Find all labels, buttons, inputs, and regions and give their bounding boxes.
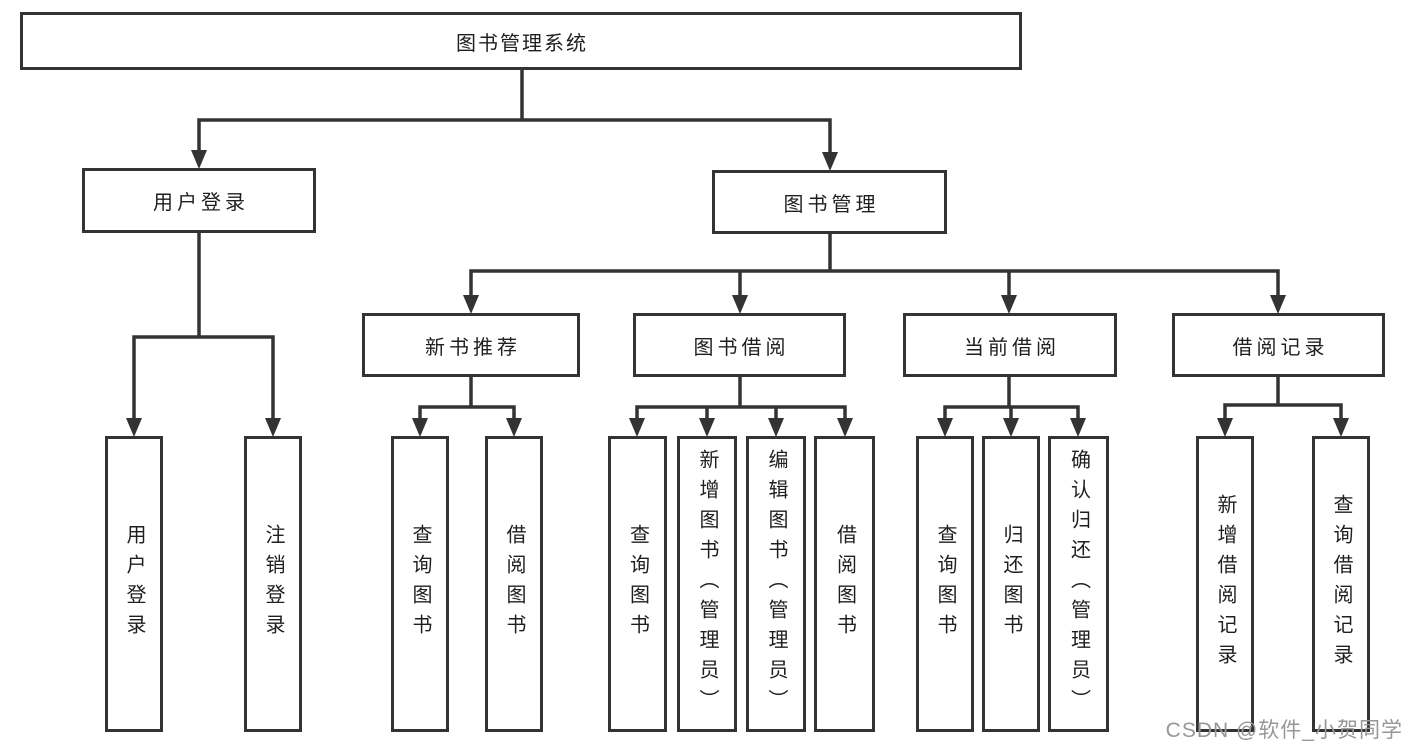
arrowhead-icon <box>837 418 853 437</box>
leaf-label: 注销登录 <box>262 524 284 644</box>
leaf-user-login: 用户登录 <box>105 436 163 732</box>
node-book-borrowing: 图书借阅 <box>633 313 846 377</box>
node-borrowing-records: 借阅记录 <box>1172 313 1385 377</box>
connector-bookmgmt-level3 <box>469 232 1280 298</box>
arrowhead-icon <box>1070 418 1086 437</box>
arrowhead-icon <box>191 150 207 169</box>
connector-currentborrow-leaves <box>943 375 1080 421</box>
leaf-label: 查询图书 <box>409 524 431 644</box>
leaf-label: 用户登录 <box>123 524 145 644</box>
leaf-label: 查询图书 <box>626 524 649 644</box>
node-root-system: 图书管理系统 <box>20 12 1022 70</box>
arrowhead-icon <box>699 418 715 437</box>
arrowhead-icon <box>463 295 479 314</box>
connector-root-level2 <box>197 68 832 155</box>
leaf-label: 查询图书 <box>934 524 956 644</box>
leaf-label: 借阅图书 <box>833 524 856 644</box>
node-new-book-recommendation: 新书推荐 <box>362 313 580 377</box>
csdn-watermark: CSDN @软件_小贺同学 <box>1165 719 1403 742</box>
connector-borrowrecord-leaves <box>1223 375 1343 421</box>
leaf-label: 新增图书（管理员） <box>696 449 718 719</box>
arrowhead-icon <box>732 295 748 314</box>
leaf-bb-query-books: 查询图书 <box>608 436 667 732</box>
leaf-bb-add-books-admin: 新增图书（管理员） <box>677 436 737 732</box>
leaf-logout: 注销登录 <box>244 436 302 732</box>
leaf-label: 编辑图书（管理员） <box>765 449 787 719</box>
leaf-label: 归还图书 <box>1000 524 1022 644</box>
arrowhead-icon <box>1333 418 1349 437</box>
arrowhead-icon <box>822 152 838 171</box>
arrowhead-icon <box>1270 295 1286 314</box>
node-book-management: 图书管理 <box>712 170 947 234</box>
arrowhead-icon <box>126 418 142 437</box>
node-user-login: 用户登录 <box>82 168 316 233</box>
leaf-rec-query-books: 查询图书 <box>391 436 449 732</box>
leaf-cb-return-books: 归还图书 <box>982 436 1040 732</box>
leaf-br-query-record: 查询借阅记录 <box>1312 436 1370 732</box>
node-current-borrowing: 当前借阅 <box>903 313 1117 377</box>
leaf-bb-edit-books-admin: 编辑图书（管理员） <box>746 436 806 732</box>
leaf-cb-query-books: 查询图书 <box>916 436 974 732</box>
leaf-br-add-record: 新增借阅记录 <box>1196 436 1254 732</box>
connector-userlogin-leaves <box>132 231 275 421</box>
arrowhead-icon <box>937 418 953 437</box>
arrowhead-icon <box>265 418 281 437</box>
arrowhead-icon <box>629 418 645 437</box>
leaf-label: 确认归还（管理员） <box>1067 449 1090 719</box>
arrowhead-icon <box>1001 295 1017 314</box>
leaf-label: 新增借阅记录 <box>1214 494 1236 674</box>
arrowhead-icon <box>768 418 784 437</box>
arrowhead-icon <box>412 418 428 437</box>
arrowhead-icon <box>506 418 522 437</box>
connector-bookborrow-leaves <box>635 375 847 421</box>
arrowhead-icon <box>1217 418 1233 437</box>
leaf-bb-borrow-books: 借阅图书 <box>814 436 875 732</box>
arrowhead-icon <box>1003 418 1019 437</box>
leaf-rec-borrow-books: 借阅图书 <box>485 436 543 732</box>
connector-newbookrec-leaves <box>418 375 516 421</box>
leaf-label: 借阅图书 <box>503 524 525 644</box>
leaf-label: 查询借阅记录 <box>1330 494 1352 674</box>
leaf-cb-confirm-return-admin: 确认归还（管理员） <box>1048 436 1109 732</box>
